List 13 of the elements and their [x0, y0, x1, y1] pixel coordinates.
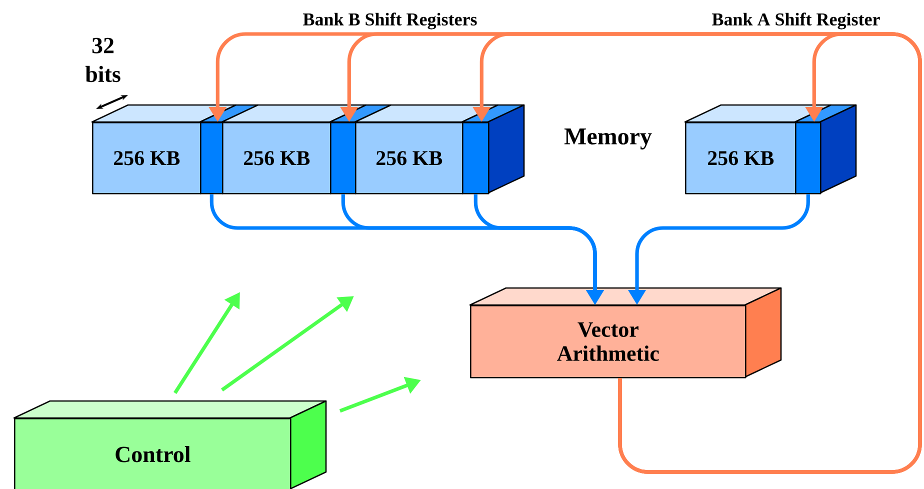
arithmetic-unit-box: Vector Arithmetic [469, 287, 782, 378]
memory-block: 256 KB [91, 104, 237, 194]
register-bank-label: Bank B Shift Registers [303, 12, 477, 30]
arrow [618, 32, 922, 474]
memory-label: Memory [564, 128, 652, 150]
memory-block: 256 KB [684, 104, 832, 194]
width-label: 32 bits [85, 38, 120, 82]
memory-block: 256 KB [221, 104, 367, 194]
memory-block: 256 KB [354, 104, 499, 194]
shift-register [794, 104, 857, 194]
shift-register [461, 104, 525, 194]
control-unit-box: Control [13, 400, 327, 489]
register-bank-label: Bank A Shift Register [712, 12, 880, 30]
